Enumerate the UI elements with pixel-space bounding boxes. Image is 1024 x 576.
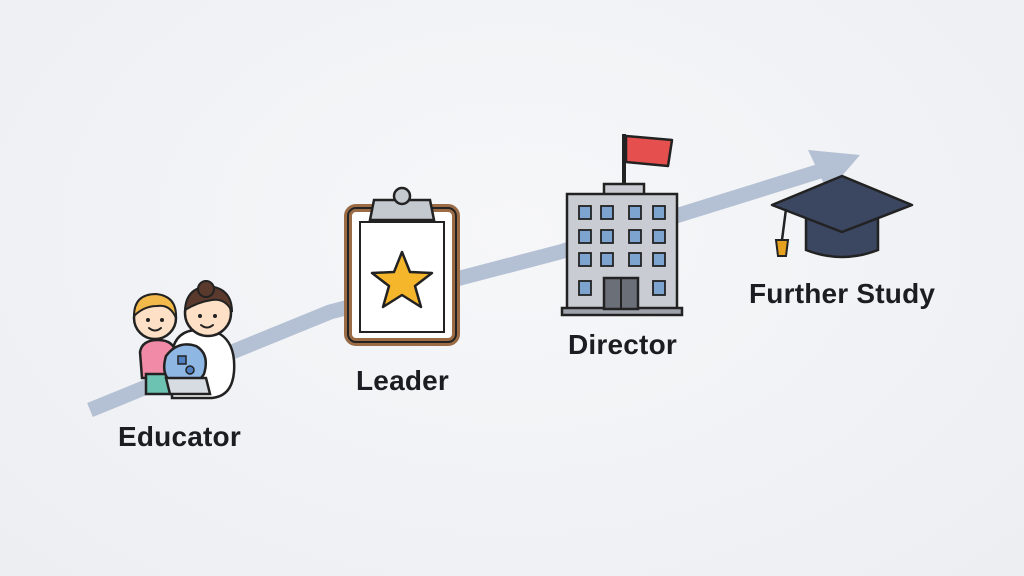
graduation-cap-icon <box>770 174 914 259</box>
stage-label-educator: Educator <box>118 421 241 452</box>
stage-label-further-study: Further Study <box>749 278 936 309</box>
educator-children-icon <box>132 280 236 400</box>
stage-label-leader: Leader <box>356 365 450 396</box>
building-flag-icon <box>560 134 684 317</box>
clipboard-star-icon <box>344 186 460 346</box>
stage-label-director: Director <box>568 329 677 360</box>
